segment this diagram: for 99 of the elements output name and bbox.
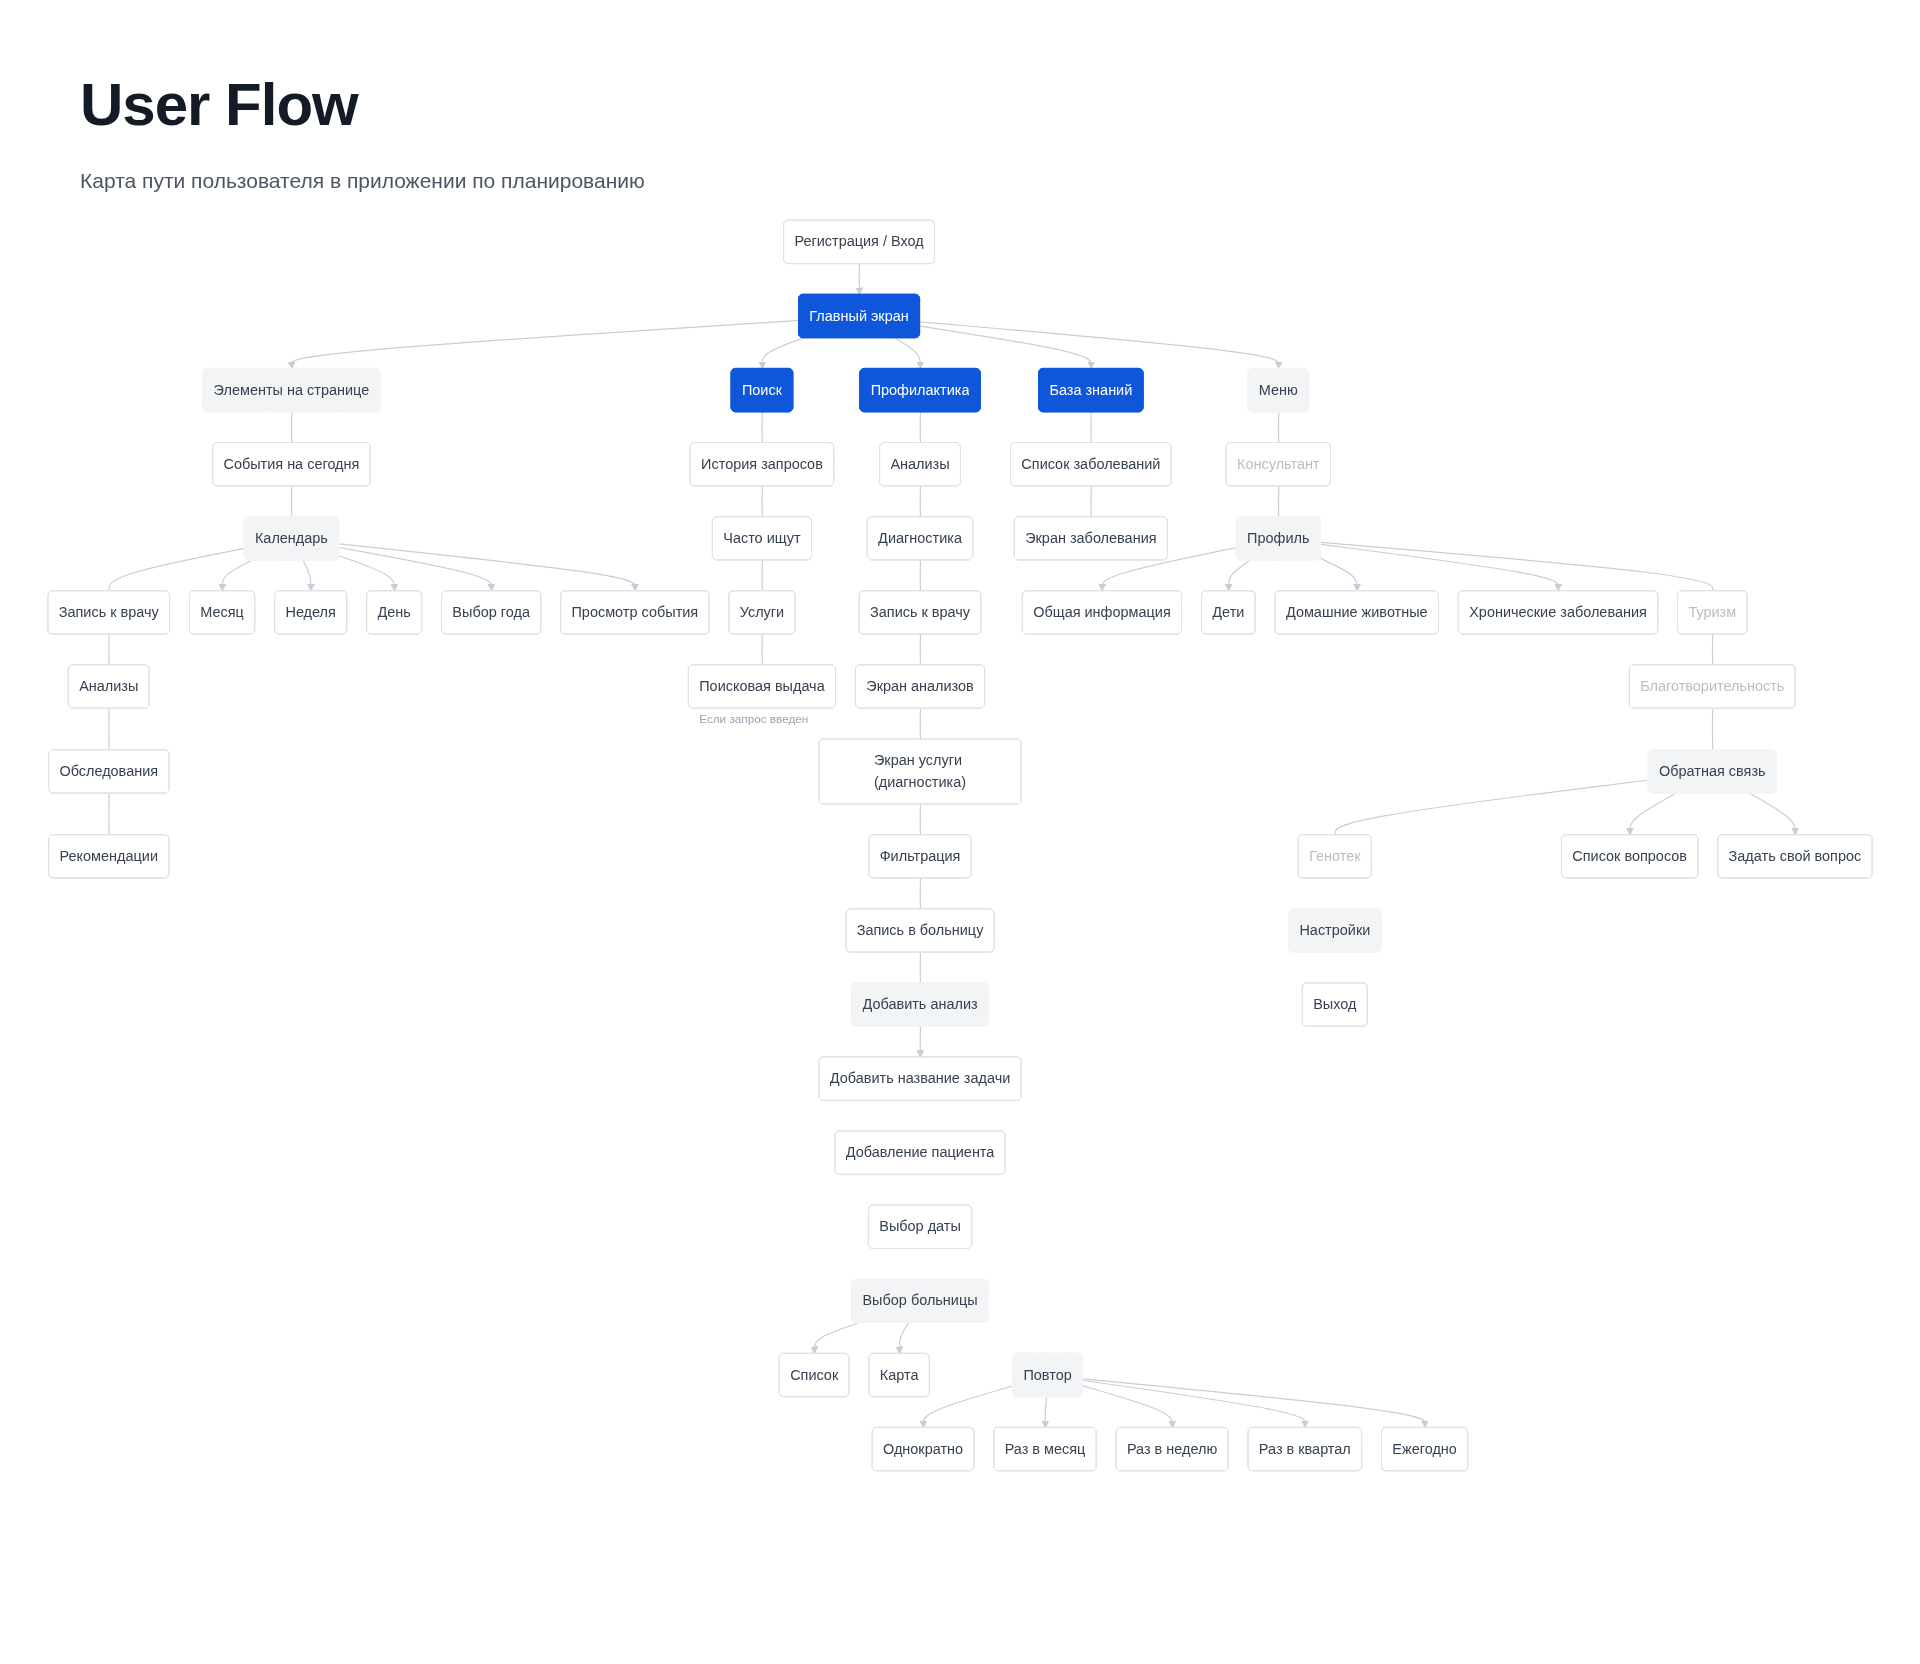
arrow [758,337,804,370]
connector [919,411,922,444]
connector [108,633,110,666]
connector [290,485,293,518]
arrow [287,319,800,370]
node-text: Ежегодно [1392,1440,1457,1457]
node-text: Рекомендации [59,848,158,864]
connector [919,877,922,910]
arrow [894,337,925,370]
node-text: Запись к врачу [58,604,159,620]
connector [1277,485,1280,518]
node-text: Выбор даты [879,1218,961,1235]
node-text: Просмотр события [571,604,699,620]
connector [1320,541,1714,592]
node-text: Фильтрация [879,848,961,864]
node-text: Раз в неделю [1126,1440,1218,1457]
node-text: Список [790,1366,839,1383]
node-text: Раз в месяц [1004,1440,1086,1457]
arrow [1749,792,1800,836]
arrow [895,1322,909,1355]
arrow [1098,547,1238,592]
connector [761,485,763,518]
arrow [1319,557,1361,592]
node-text: Выход [1313,996,1357,1012]
node-text: Месяц [200,604,244,620]
connector [919,708,922,740]
connector [1334,779,1650,836]
diagram-subtitle: Карта пути пользователя в приложении по планированию [80,169,645,193]
connector [1711,633,1714,666]
connector [919,803,922,836]
connector [1090,485,1092,518]
arrow [855,263,864,296]
node-text: История запросов [701,456,823,472]
arrow [1082,1378,1429,1429]
connector [761,633,763,666]
node-text: Анализы [890,456,950,472]
node-text: Часто ищут [723,530,801,546]
node-text: Задать свой вопрос [1728,848,1862,864]
node-text: Добавить название задачи [829,1070,1011,1086]
arrow [218,559,252,592]
arrow [1041,1396,1050,1429]
arrow [1224,559,1251,592]
node-text: Анализы [79,678,139,694]
node-text: Однократно [882,1440,964,1457]
node-text: Благотворительность [1640,678,1785,694]
arrow [338,546,496,592]
node-text: Хронические заболевания [1469,604,1647,620]
arrow [919,321,1283,370]
node-text: Выбор года [452,604,530,620]
node-text: Поисковая выдача [699,678,825,694]
connector [919,633,922,666]
arrow [302,559,315,592]
diagram-title: User Flow [80,70,358,139]
arrow [919,325,1096,370]
connector [1277,411,1280,444]
connector [761,411,763,444]
node-text: День [377,604,411,620]
arrow [338,543,640,592]
connector [919,952,922,984]
node-text: Обследования [59,763,159,779]
node-text: Туризм [1688,604,1737,620]
node-text: Регистрация / Вход [794,233,924,250]
connector [919,559,922,592]
node-text: События на сегодня [223,456,360,472]
node-text: Экран анализов [866,678,974,694]
node-text: Общая информация [1033,604,1171,620]
node-text: Добавление пациента [845,1144,995,1160]
connector [290,411,293,444]
node-text: Запись к врачу [870,604,971,620]
node-text: Карта [879,1366,919,1383]
node-text: Экран заболевания [1025,530,1157,546]
arrow [338,555,399,592]
connector [1090,411,1092,444]
arrow [1320,543,1563,592]
node-text: Раз в квартал [1258,1440,1351,1457]
node-text: Список вопросов [1572,848,1688,864]
node-text: Консультант [1237,456,1320,472]
connector [108,708,110,751]
connector [919,485,922,518]
node-text: Услуги [739,604,785,620]
connector [1711,708,1714,751]
node-text: Домашние животные [1285,604,1428,620]
arrow [1625,792,1676,836]
node-text: Неделя [285,604,336,620]
arrow [919,1385,1014,1429]
connector [761,559,763,592]
arrow [1082,1379,1310,1429]
arrow [916,1026,925,1058]
connector [108,792,110,836]
condition-note: Если запрос введен [699,711,809,725]
node-text: Генотек [1309,848,1361,864]
node-text: Диагностика [878,530,962,546]
node-text: Список заболеваний [1021,456,1161,472]
node-text: Запись в больницу [856,922,984,938]
arrow [1082,1385,1177,1429]
arrow [810,1322,860,1355]
connector [108,547,246,592]
node-text: Дети [1212,604,1245,620]
node-text: Экран услуги (диагностика) [873,752,967,790]
